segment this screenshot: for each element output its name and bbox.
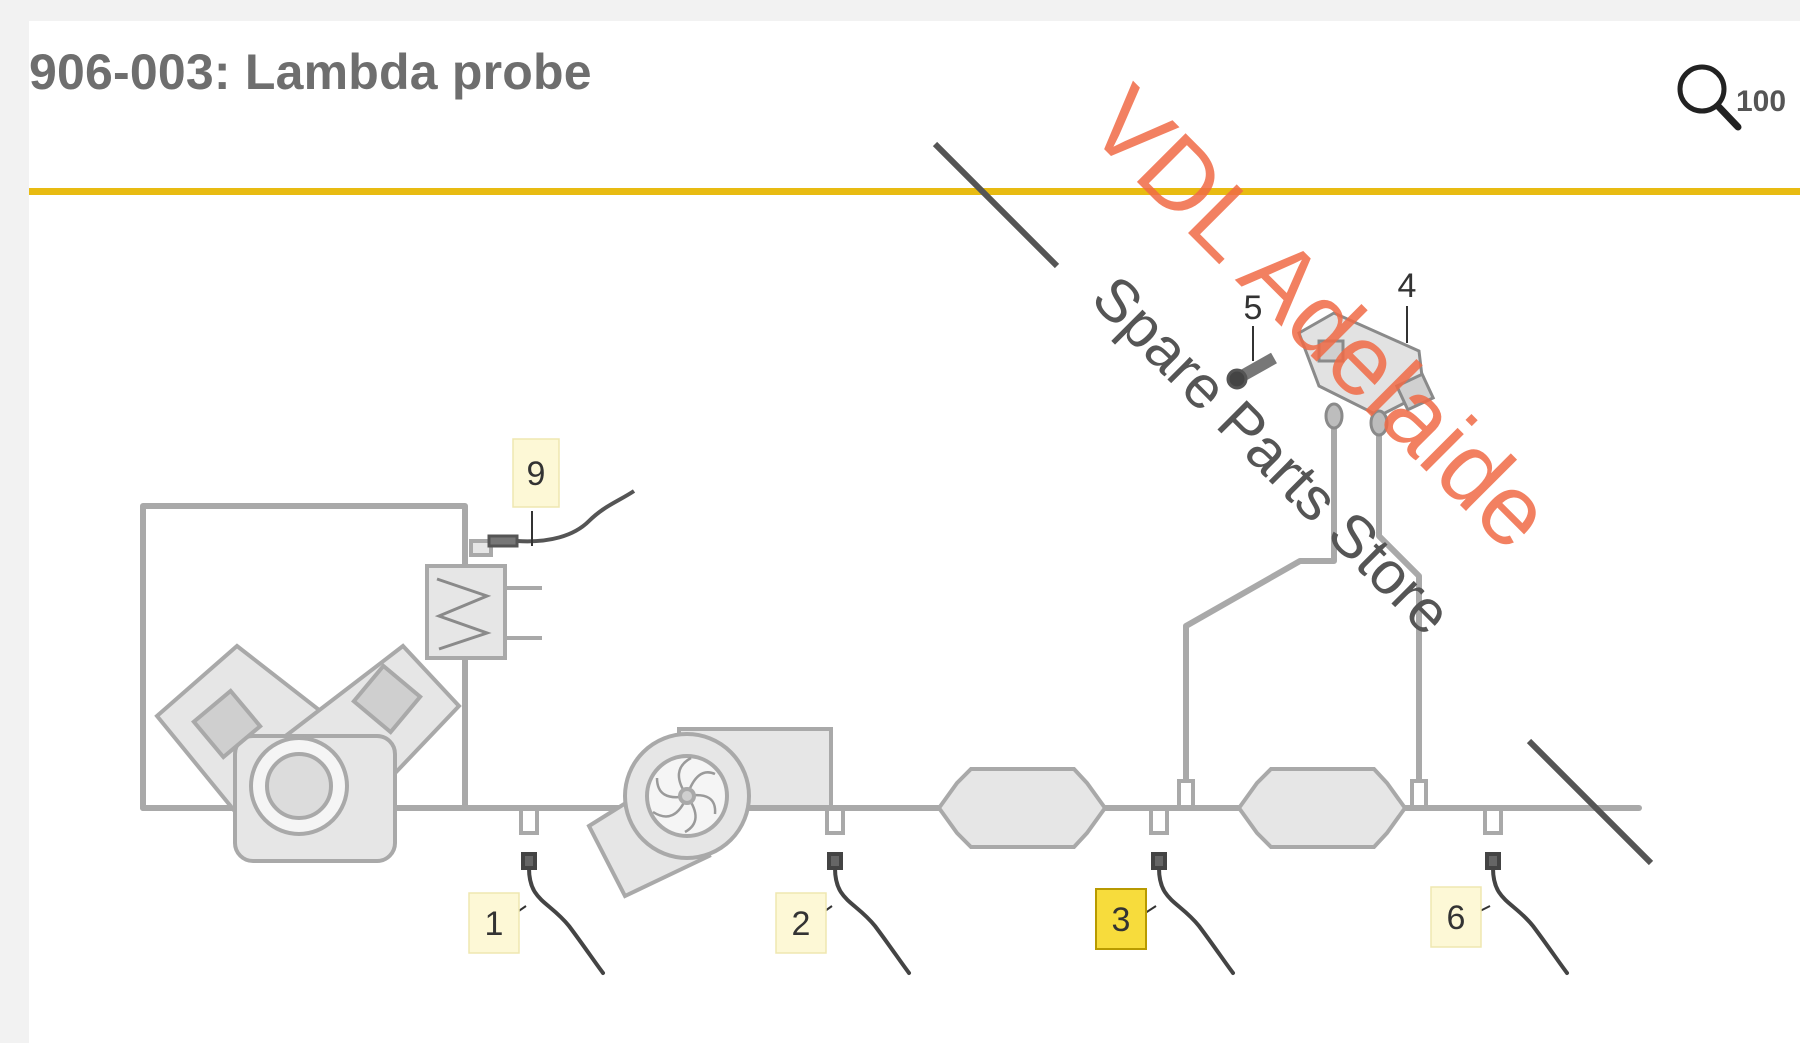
callout-2[interactable]: 2 xyxy=(775,892,827,954)
pressure-line-front xyxy=(1183,408,1337,797)
callout-3[interactable]: 3 xyxy=(1095,888,1147,950)
callout-label: 2 xyxy=(792,905,811,943)
zoom-control[interactable]: 100 xyxy=(1674,61,1786,131)
callout-label: 1 xyxy=(485,905,504,943)
lambda-probe-1 xyxy=(521,852,605,975)
callout-box[interactable] xyxy=(775,892,827,954)
watermark: VDL Adelaide Spare Parts Store xyxy=(932,65,1654,866)
diagram-panel: 906-003: Lambda probe 100 xyxy=(29,21,1800,1043)
callout-1[interactable]: 1 xyxy=(468,892,520,954)
callout-label: 6 xyxy=(1447,899,1466,937)
callout-label: 5 xyxy=(1244,289,1263,327)
callout-box[interactable] xyxy=(1095,888,1147,950)
turbocharger xyxy=(586,727,833,899)
callout-6[interactable]: 6 xyxy=(1430,886,1482,948)
engine xyxy=(154,643,462,863)
callout-label: 3 xyxy=(1112,901,1131,939)
callout-label: 4 xyxy=(1398,267,1417,305)
callout-4[interactable]: 4 xyxy=(1398,267,1417,305)
watermark-line-bottom xyxy=(1526,738,1654,866)
callout-box[interactable] xyxy=(1430,886,1482,948)
heat-exchanger xyxy=(425,539,542,660)
lambda-probe-9 xyxy=(487,489,636,548)
exhaust-diagram: 1 2 3 4 5 6 9 VDL Adelaide Spare Parts Store xyxy=(140,65,1654,975)
lambda-probe-3 xyxy=(1151,852,1235,975)
callout-9[interactable]: 9 xyxy=(512,438,560,508)
zoom-level: 100 xyxy=(1736,85,1787,118)
callout-box[interactable] xyxy=(468,892,520,954)
title-divider xyxy=(29,188,1800,195)
lambda-probe-2 xyxy=(827,852,911,975)
pressure-sensor xyxy=(1297,311,1436,437)
magnifier-icon xyxy=(1677,64,1742,131)
watermark-line-top xyxy=(932,141,1060,269)
lambda-probe-6 xyxy=(1485,852,1569,975)
page-title: 906-003: Lambda probe xyxy=(29,44,592,100)
callout-5[interactable]: 5 xyxy=(1244,289,1263,327)
pressure-line-rear xyxy=(1376,413,1422,797)
callout-label: 9 xyxy=(527,455,546,493)
catalytic-converter-2 xyxy=(1236,767,1408,849)
bolt xyxy=(1226,352,1277,390)
catalytic-converter-1 xyxy=(936,767,1108,849)
callout-box[interactable] xyxy=(512,438,560,508)
